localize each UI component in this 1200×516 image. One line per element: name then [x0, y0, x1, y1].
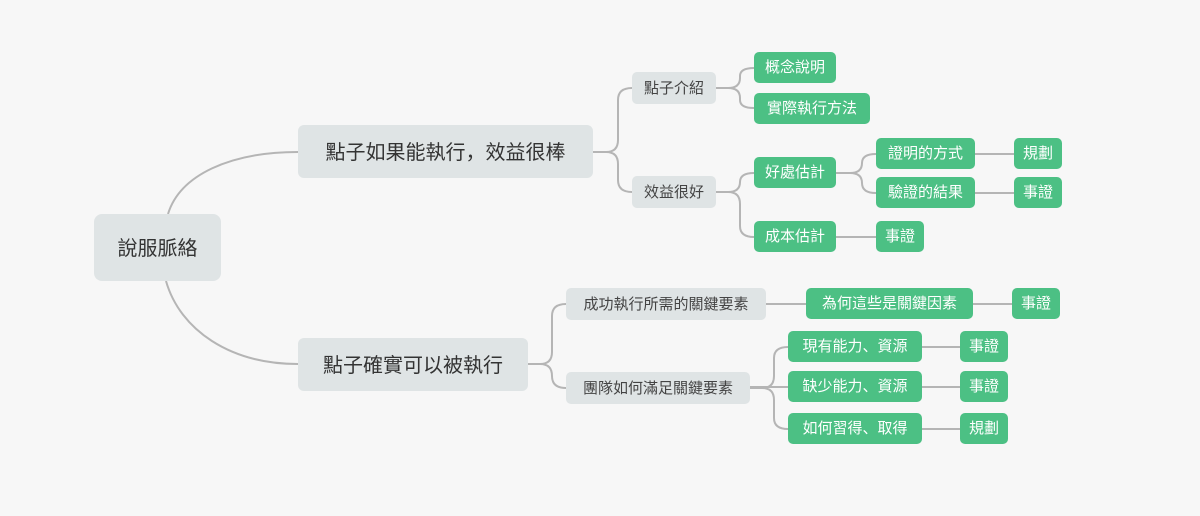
proof-method-leaf[interactable]: 規劃 [1014, 138, 1062, 169]
link-intro-method [727, 87, 755, 109]
cost-estimate-node[interactable]: 成本估計 [754, 221, 836, 252]
link-branch2-factors [528, 303, 567, 365]
benefit-estimate-node[interactable]: 好處估計 [754, 157, 836, 188]
link-benefit-cost [727, 191, 755, 238]
cost-estimate-leaf[interactable]: 事證 [876, 221, 924, 252]
why-key-factors-leaf[interactable]: 事證 [1012, 288, 1060, 319]
why-key-factors-node[interactable]: 為何這些是關鍵因素 [806, 288, 973, 319]
link-branch1-intro [593, 87, 633, 153]
verify-result-node[interactable]: 驗證的結果 [876, 177, 975, 208]
acquire-resources-leaf[interactable]: 規劃 [960, 413, 1008, 444]
link-intro-concept [716, 67, 755, 89]
branch1-node[interactable]: 點子如果能執行，效益很棒 [298, 125, 593, 178]
method-node[interactable]: 實際執行方法 [754, 93, 870, 124]
current-resources-leaf[interactable]: 事證 [960, 331, 1008, 362]
missing-resources-leaf[interactable]: 事證 [960, 371, 1008, 402]
team-node[interactable]: 團隊如何滿足關鍵要素 [566, 372, 750, 404]
current-resources-node[interactable]: 現有能力、資源 [788, 331, 922, 362]
intro-node[interactable]: 點子介紹 [632, 72, 716, 104]
key-factors-node[interactable]: 成功執行所需的關鍵要素 [566, 288, 766, 320]
link-team-acquire [761, 387, 789, 430]
link-branch2-team [539, 363, 567, 389]
missing-resources-node[interactable]: 缺少能力、資源 [788, 371, 922, 402]
link-root-branch1 [167, 151, 299, 215]
link-root-branch2 [165, 280, 299, 365]
link-branch1-benefit [605, 151, 633, 193]
link-estimate-verify [849, 172, 877, 194]
benefit-node[interactable]: 效益很好 [632, 176, 716, 208]
link-team-current [750, 346, 789, 389]
acquire-resources-node[interactable]: 如何習得、取得 [788, 413, 922, 444]
link-benefit-estimate [716, 172, 755, 193]
verify-result-leaf[interactable]: 事證 [1014, 177, 1062, 208]
concept-node[interactable]: 概念說明 [754, 52, 836, 83]
link-estimate-proof [836, 153, 877, 174]
proof-method-node[interactable]: 證明的方式 [876, 138, 975, 169]
root-node[interactable]: 說服脈絡 [94, 214, 221, 281]
branch2-node[interactable]: 點子確實可以被執行 [298, 338, 528, 391]
